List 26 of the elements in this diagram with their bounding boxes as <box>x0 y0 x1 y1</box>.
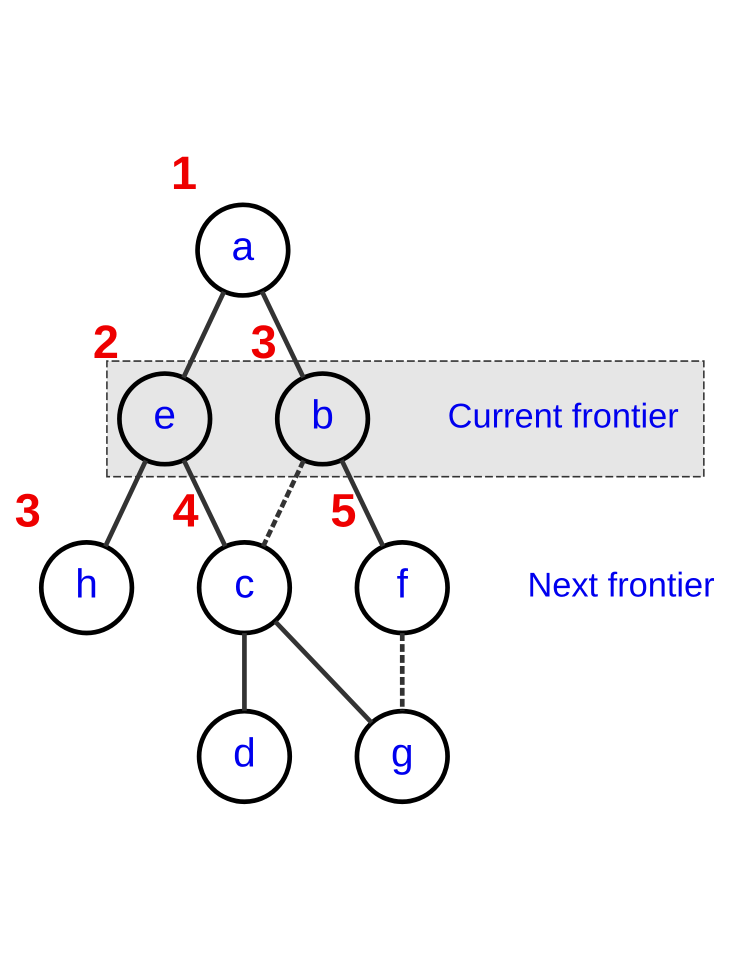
node-circle: f <box>354 540 450 635</box>
node-circle: c <box>196 540 292 635</box>
node-label: 1 <box>170 146 198 199</box>
node-circle: e <box>117 370 212 466</box>
label: Next frontier <box>527 566 715 604</box>
node-circle: g <box>354 708 450 804</box>
connector <box>260 290 306 378</box>
node-circle: d <box>196 708 292 804</box>
node-circle: a <box>195 202 291 298</box>
cluster <box>106 360 705 477</box>
connector <box>261 459 306 547</box>
connector <box>400 632 405 710</box>
node-label: 4 <box>172 484 199 536</box>
node-circle: b <box>274 370 370 466</box>
connector <box>340 458 386 547</box>
node-label: 5 <box>330 484 356 536</box>
node-circle: h <box>38 540 134 635</box>
node-label: 2 <box>92 315 119 368</box>
connector <box>242 632 247 710</box>
connector <box>274 619 374 724</box>
node-label: Current frontier <box>448 397 679 436</box>
connector <box>182 458 228 547</box>
connector <box>103 459 148 547</box>
connector <box>181 290 226 378</box>
node-label: 3 <box>250 315 277 368</box>
node-label: 3 <box>14 484 41 536</box>
